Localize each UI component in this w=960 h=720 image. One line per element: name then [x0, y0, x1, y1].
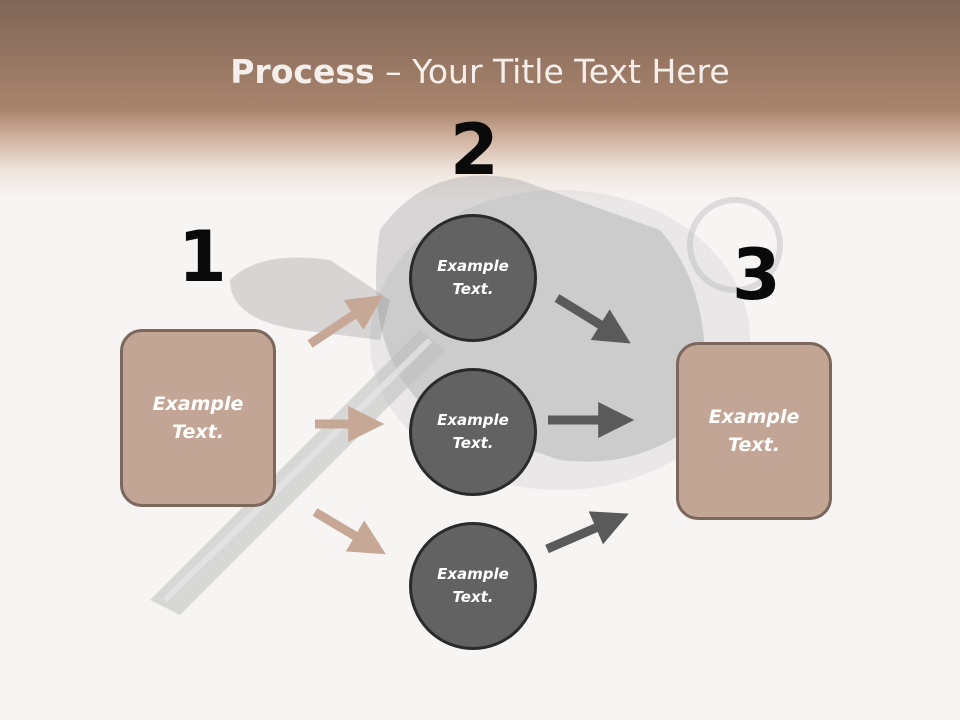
arrow-box1-to-circle3 — [312, 508, 386, 555]
circle-3-line2: Text. — [452, 588, 494, 606]
circle-2-line1: Example — [437, 410, 509, 429]
page-title: Process – Your Title Text Here — [230, 52, 730, 91]
circle-2-line2: Text. — [452, 434, 494, 452]
right-box-line1: Example — [708, 405, 800, 428]
right-box-line2: Text. — [728, 434, 780, 456]
circle-1-line2: Text. — [452, 280, 494, 298]
step-number-2: 2 — [450, 109, 499, 191]
arrow-box1-to-circle1 — [307, 295, 384, 348]
header-band — [0, 0, 960, 200]
arrow-circle1-to-box3 — [554, 294, 631, 344]
circle-3-line1: Example — [437, 564, 509, 583]
left-box-line2: Text. — [172, 421, 224, 443]
step-number-3: 3 — [732, 234, 781, 316]
arrow-circle3-to-box3 — [545, 511, 629, 554]
circle-1-line1: Example — [437, 256, 509, 275]
left-box-line1: Example — [152, 392, 244, 415]
step-number-1: 1 — [178, 216, 227, 298]
